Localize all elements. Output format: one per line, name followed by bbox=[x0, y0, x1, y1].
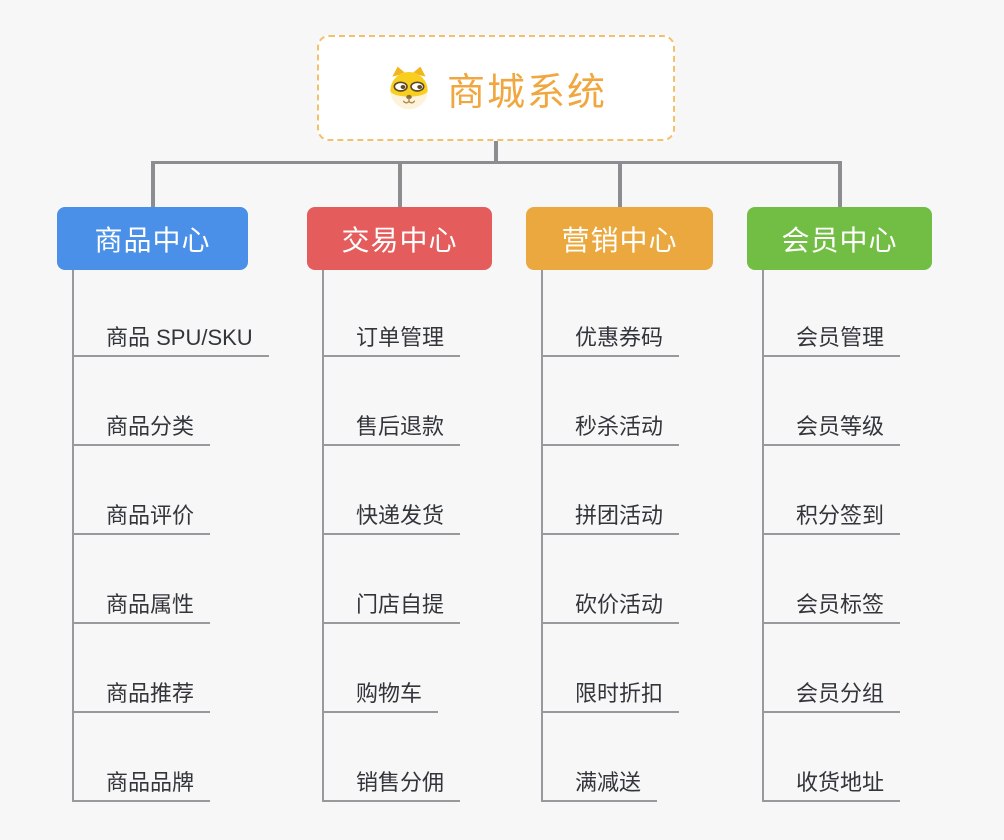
leaf-node[interactable]: 购物车 bbox=[322, 677, 439, 713]
leaf-node[interactable]: 会员等级 bbox=[762, 410, 901, 446]
leaf-node[interactable]: 满减送 bbox=[541, 766, 658, 802]
branch-node-4[interactable]: 会员中心 bbox=[747, 207, 932, 270]
root-title: 商城系统 bbox=[446, 71, 607, 114]
branch-trunk-line bbox=[322, 270, 324, 802]
leaf-node[interactable]: 优惠券码 bbox=[541, 321, 680, 357]
leaf-node[interactable]: 商品分类 bbox=[72, 410, 211, 446]
branch-node-1[interactable]: 商品中心 bbox=[57, 207, 248, 270]
leaf-node[interactable]: 会员管理 bbox=[762, 321, 901, 357]
leaf-node[interactable]: 砍价活动 bbox=[541, 588, 680, 624]
bus-connector bbox=[152, 161, 840, 164]
branch-drop-connector bbox=[150, 161, 155, 207]
leaf-node[interactable]: 门店自提 bbox=[322, 588, 461, 624]
branch-node-3[interactable]: 营销中心 bbox=[526, 207, 713, 270]
branch-drop-connector bbox=[397, 161, 402, 207]
branch-drop-connector bbox=[617, 161, 622, 207]
leaf-node[interactable]: 收货地址 bbox=[762, 766, 901, 802]
root-connector bbox=[494, 141, 498, 164]
leaf-node[interactable]: 会员标签 bbox=[762, 588, 901, 624]
leaf-node[interactable]: 商品属性 bbox=[72, 588, 211, 624]
leaf-node[interactable]: 商品品牌 bbox=[72, 766, 211, 802]
leaf-node[interactable]: 秒杀活动 bbox=[541, 410, 680, 446]
leaf-node[interactable]: 拼团活动 bbox=[541, 499, 680, 535]
branch-drop-connector bbox=[837, 161, 842, 207]
branch-node-2[interactable]: 交易中心 bbox=[307, 207, 492, 270]
root-node[interactable]: 商城系统 bbox=[317, 35, 675, 141]
leaf-node[interactable]: 会员分组 bbox=[762, 677, 901, 713]
leaf-node[interactable]: 商品 SPU/SKU bbox=[72, 321, 269, 357]
branch-trunk-line bbox=[762, 270, 764, 802]
doge-icon bbox=[385, 66, 433, 110]
leaf-node[interactable]: 商品评价 bbox=[72, 499, 211, 535]
leaf-node[interactable]: 限时折扣 bbox=[541, 677, 680, 713]
leaf-node[interactable]: 订单管理 bbox=[322, 321, 461, 357]
leaf-node[interactable]: 销售分佣 bbox=[322, 766, 461, 802]
branch-trunk-line bbox=[541, 270, 543, 802]
leaf-node[interactable]: 商品推荐 bbox=[72, 677, 211, 713]
leaf-node[interactable]: 售后退款 bbox=[322, 410, 461, 446]
leaf-node[interactable]: 快递发货 bbox=[322, 499, 461, 535]
branch-trunk-line bbox=[72, 270, 74, 802]
leaf-node[interactable]: 积分签到 bbox=[762, 499, 901, 535]
